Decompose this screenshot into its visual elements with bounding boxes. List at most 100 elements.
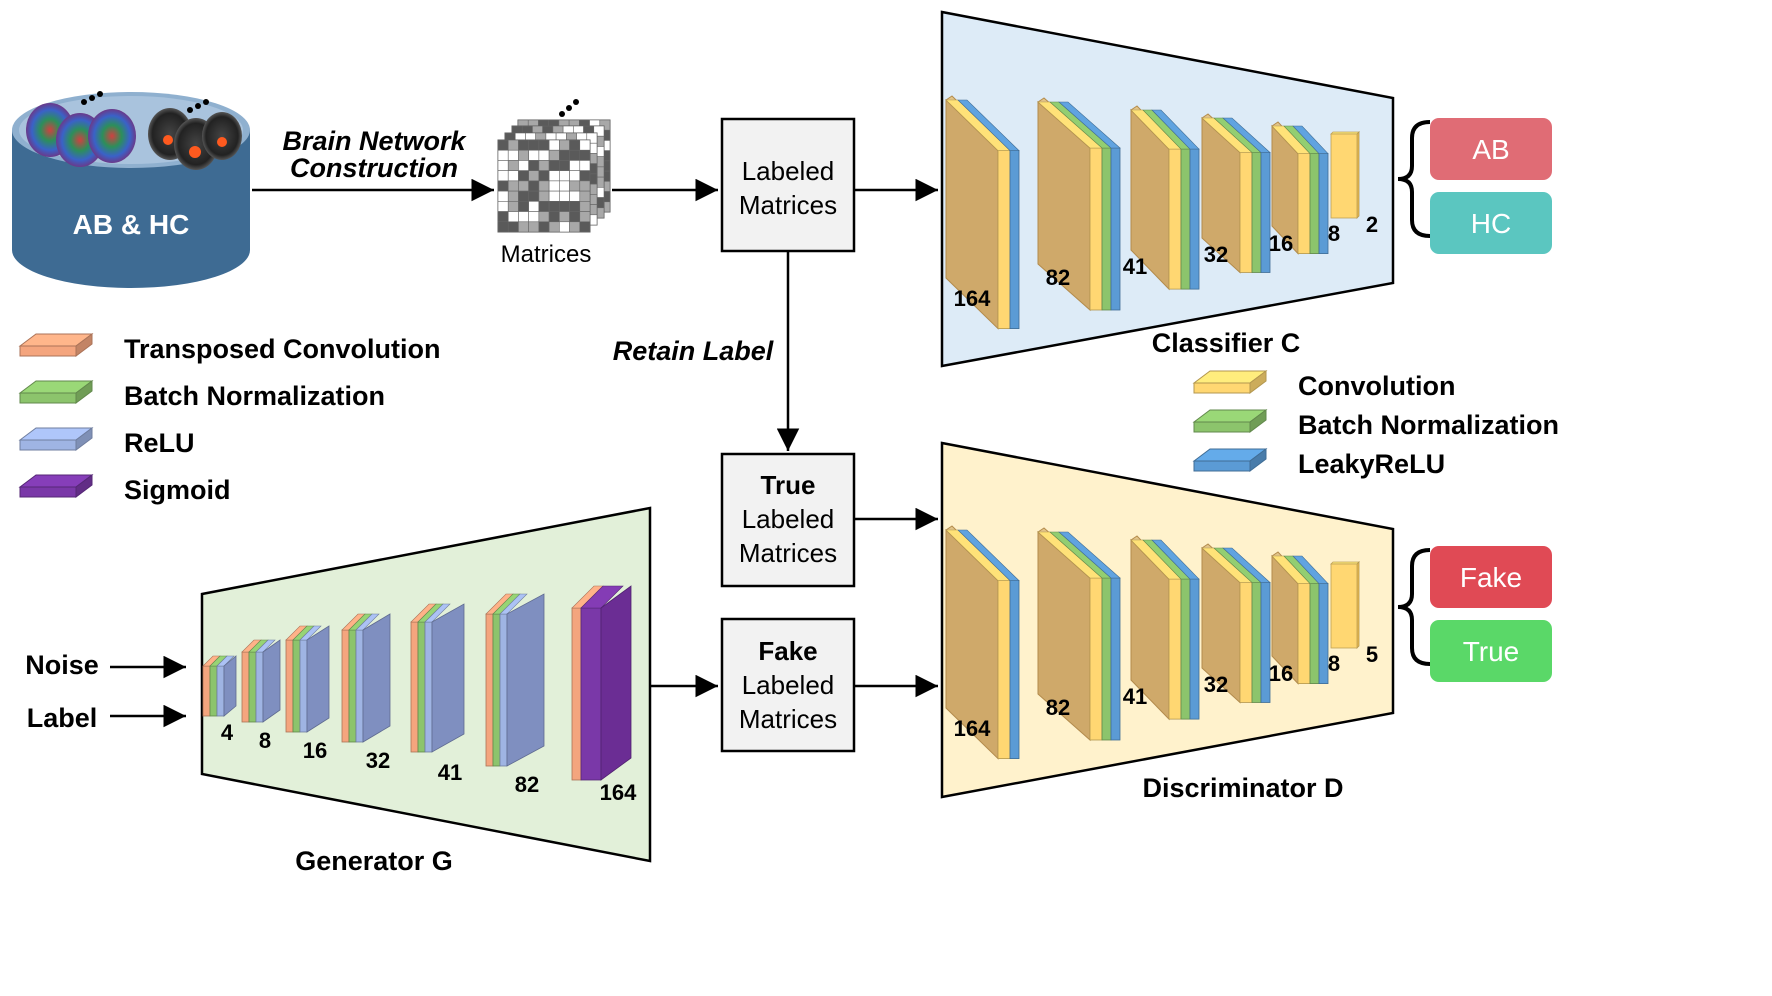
layer-slice <box>1101 577 1112 741</box>
generator-layer-block <box>410 603 465 753</box>
layer-slice <box>292 639 301 733</box>
legend-label: Convolution <box>1298 371 1455 401</box>
layer-slice-top <box>1222 117 1271 153</box>
layer-slice <box>410 621 419 753</box>
layer-body <box>362 613 391 743</box>
layer-slice <box>348 629 357 743</box>
conv-layer-block <box>1130 535 1200 721</box>
layer-body <box>223 655 237 717</box>
layer-body <box>431 603 465 753</box>
label-input-label: Label <box>27 703 98 733</box>
retain-label-text: Retain Label <box>613 336 774 366</box>
layer-slice <box>209 665 218 717</box>
layer-slice <box>216 665 225 717</box>
layer-slice <box>1189 578 1200 720</box>
legend-item: LeakyReLU <box>1192 448 1445 479</box>
legend-item: Transposed Convolution <box>18 333 441 364</box>
fake-box-line2: Labeled <box>742 670 835 700</box>
layer-slice <box>1297 153 1311 255</box>
layer-body <box>306 625 330 733</box>
output-label: AB <box>1472 134 1509 165</box>
conv-layer-block <box>1130 105 1200 291</box>
ellipsis-dot <box>573 99 579 105</box>
layer-size-label: 16 <box>1269 231 1293 256</box>
layer-slice <box>997 150 1011 330</box>
generator-layer-block <box>485 593 545 767</box>
layer-slice-top <box>1151 539 1200 580</box>
layer-slice <box>1009 150 1020 330</box>
legend-label: Batch Normalization <box>1298 410 1559 440</box>
conv-layer-block <box>945 95 1020 330</box>
layer-slice <box>1110 577 1121 741</box>
generator-title: Generator G <box>295 846 453 876</box>
layer-slice <box>1089 577 1103 741</box>
brace <box>1397 548 1431 666</box>
true-box-line3: Matrices <box>739 538 837 568</box>
fake-box-line1: Fake <box>758 636 817 666</box>
brace <box>1397 120 1431 238</box>
conv-layer-block <box>1330 561 1360 649</box>
true-box-line1: True <box>761 470 816 500</box>
fake-labeled-matrices-box: Fake Labeled Matrices <box>720 617 856 753</box>
legend-label: Batch Normalization <box>124 381 385 411</box>
layer-slice <box>417 621 426 753</box>
conv-layer-block <box>945 525 1020 760</box>
legend-swatch <box>1192 448 1268 472</box>
legend-item: Batch Normalization <box>1192 409 1559 440</box>
legend-swatch <box>18 333 94 357</box>
layer-slice-top <box>1151 109 1200 150</box>
layer-slice-top <box>299 625 322 641</box>
layer-slice <box>1309 583 1320 684</box>
layer-slice <box>248 651 257 723</box>
layer-slice <box>1180 148 1191 290</box>
layer-slice <box>355 629 364 743</box>
layer-body <box>506 593 545 767</box>
conv-layer-block <box>1271 551 1329 685</box>
layer-slice <box>1189 148 1200 290</box>
layer-slice <box>1089 147 1103 311</box>
layer-slice-top <box>1058 531 1121 579</box>
legend-swatch <box>1192 370 1268 394</box>
layer-slice <box>1239 582 1253 703</box>
labeled-box-line1: Labeled <box>742 156 835 186</box>
layer-slice-top <box>424 603 451 623</box>
conv-layer-block <box>1201 113 1271 274</box>
layer-size-label: 164 <box>600 780 637 805</box>
layer-size-label: 8 <box>1328 221 1340 246</box>
generator-layer-block <box>202 655 237 717</box>
conv-layer-block <box>1330 131 1360 219</box>
layer-size-label: 82 <box>1046 265 1070 290</box>
conv-slab <box>1330 561 1360 649</box>
output-label: Fake <box>1460 562 1522 593</box>
ellipsis-dot <box>566 105 572 111</box>
legend-item: Batch Normalization <box>18 380 385 411</box>
layer-slice-top <box>1292 125 1329 154</box>
layer-slice <box>1309 153 1320 255</box>
layer-slice-top <box>580 585 624 609</box>
layer-size-label: 41 <box>1123 254 1147 279</box>
layer-slice <box>202 665 211 717</box>
layer-slice <box>285 639 294 733</box>
layer-size-label: 41 <box>1123 684 1147 709</box>
legend-label: Transposed Convolution <box>124 334 441 364</box>
ellipsis-dot <box>559 111 565 117</box>
output-box: AB <box>1430 118 1552 180</box>
legend-swatch <box>18 427 94 451</box>
layer-size-label: 32 <box>366 748 390 773</box>
labeled-matrices-box: Labeled Matrices <box>720 117 856 253</box>
legend-label: Sigmoid <box>124 475 231 505</box>
legend-swatch <box>1192 409 1268 433</box>
layer-size-label: 82 <box>1046 695 1070 720</box>
classifier-title: Classifier C <box>1152 328 1301 358</box>
layer-slice <box>341 629 350 743</box>
legend-item: ReLU <box>18 427 195 458</box>
true-labeled-matrices-box: True Labeled Matrices <box>720 452 856 588</box>
generator-layer-block <box>571 585 632 781</box>
matrix-sheet <box>497 139 591 233</box>
database-label: AB & HC <box>73 209 190 240</box>
